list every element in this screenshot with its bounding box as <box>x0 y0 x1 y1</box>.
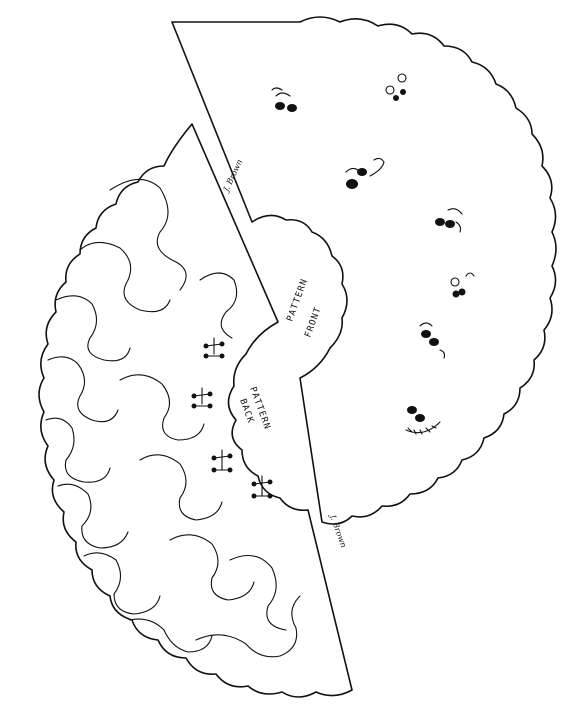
pattern-front-label-line2: FRONT <box>303 305 323 339</box>
signature-top: J. Brown <box>221 158 244 195</box>
face-7 <box>405 406 441 435</box>
face-6 <box>419 322 446 359</box>
face-4 <box>435 208 463 233</box>
pattern-front-piece: PATTERN FRONT J. Brown <box>171 16 557 525</box>
back-ornament-letters <box>191 337 273 499</box>
face-3 <box>345 157 385 189</box>
face-1 <box>271 87 297 112</box>
back-fan-outline <box>38 123 353 698</box>
signature-bottom: J. Brown <box>327 512 348 549</box>
face-5 <box>450 272 475 298</box>
face-2 <box>385 73 407 101</box>
back-doodles <box>45 178 301 658</box>
pattern-front-label-line1: PATTERN <box>285 277 310 323</box>
front-fan-outline <box>171 16 557 525</box>
